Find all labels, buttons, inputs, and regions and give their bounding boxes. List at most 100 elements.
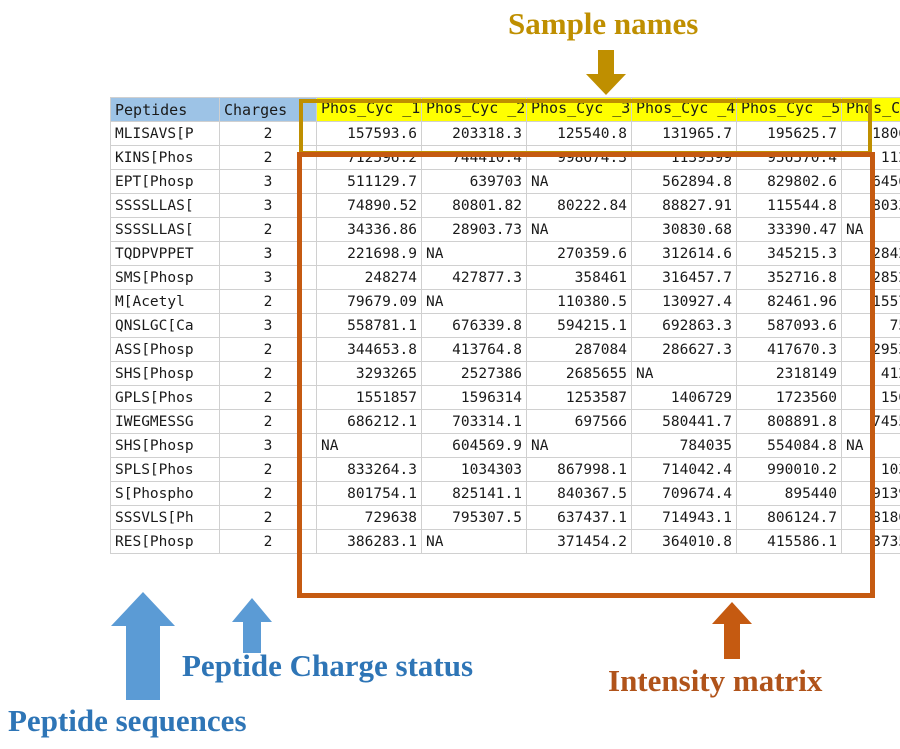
intensity-cell[interactable]: 221698.9: [316, 241, 422, 266]
column-header-sample-5[interactable]: Phos_Cyc _5: [736, 97, 842, 122]
intensity-cell[interactable]: 645625.4: [841, 169, 900, 194]
intensity-cell[interactable]: 287084: [526, 337, 632, 362]
intensity-cell[interactable]: 344653.8: [316, 337, 422, 362]
intensity-cell[interactable]: 30830.68: [631, 217, 737, 242]
intensity-cell[interactable]: NA: [316, 433, 422, 458]
intensity-cell[interactable]: 1039246: [841, 457, 900, 482]
intensity-cell[interactable]: 801754.1: [316, 481, 422, 506]
intensity-cell[interactable]: 714042.4: [631, 457, 737, 482]
intensity-cell[interactable]: 80801.82: [421, 193, 527, 218]
intensity-cell[interactable]: NA: [421, 289, 527, 314]
intensity-cell[interactable]: 558781.1: [316, 313, 422, 338]
intensity-cell[interactable]: 697566: [526, 409, 632, 434]
intensity-cell[interactable]: 248274: [316, 265, 422, 290]
intensity-cell[interactable]: 580441.7: [631, 409, 737, 434]
intensity-cell[interactable]: 604569.9: [421, 433, 527, 458]
intensity-cell[interactable]: 867998.1: [526, 457, 632, 482]
intensity-cell[interactable]: 1551857: [316, 385, 422, 410]
peptide-sequence-cell[interactable]: SSSVLS[Ph: [110, 505, 220, 530]
charge-cell[interactable]: 2: [219, 289, 317, 314]
peptide-sequence-cell[interactable]: QNSLGC[Ca: [110, 313, 220, 338]
intensity-cell[interactable]: 709674.4: [631, 481, 737, 506]
intensity-cell[interactable]: 686212.1: [316, 409, 422, 434]
intensity-cell[interactable]: 1253587: [526, 385, 632, 410]
intensity-cell[interactable]: 729638: [316, 505, 422, 530]
charge-cell[interactable]: 2: [219, 529, 317, 554]
intensity-cell[interactable]: 714943.1: [631, 505, 737, 530]
intensity-cell[interactable]: 1596314: [421, 385, 527, 410]
intensity-cell[interactable]: 1502006: [841, 385, 900, 410]
intensity-cell[interactable]: 286627.3: [631, 337, 737, 362]
charge-cell[interactable]: 2: [219, 337, 317, 362]
column-header-sample-1[interactable]: Phos_Cyc _1: [316, 97, 422, 122]
intensity-cell[interactable]: 2318149: [736, 361, 842, 386]
peptide-sequence-cell[interactable]: EPT[Phosp: [110, 169, 220, 194]
charge-cell[interactable]: 3: [219, 193, 317, 218]
intensity-cell[interactable]: 4120553: [841, 361, 900, 386]
charge-cell[interactable]: 3: [219, 433, 317, 458]
intensity-cell[interactable]: 895440: [736, 481, 842, 506]
intensity-cell[interactable]: 745552.6: [841, 409, 900, 434]
charge-cell[interactable]: 2: [219, 481, 317, 506]
intensity-cell[interactable]: 34336.86: [316, 217, 422, 242]
intensity-cell[interactable]: 413764.8: [421, 337, 527, 362]
intensity-cell[interactable]: 33390.47: [736, 217, 842, 242]
column-header-sample-3[interactable]: Phos_Cyc _3: [526, 97, 632, 122]
intensity-cell[interactable]: 110380.5: [526, 289, 632, 314]
peptide-sequence-cell[interactable]: ASS[Phosp: [110, 337, 220, 362]
intensity-cell[interactable]: 1406729: [631, 385, 737, 410]
intensity-cell[interactable]: 125540.8: [526, 121, 632, 146]
intensity-cell[interactable]: 712596.2: [316, 145, 422, 170]
intensity-cell[interactable]: NA: [841, 433, 900, 458]
intensity-cell[interactable]: 157593.6: [316, 121, 422, 146]
peptide-sequence-cell[interactable]: M[Acetyl: [110, 289, 220, 314]
peptide-sequence-cell[interactable]: IWEGMESSG: [110, 409, 220, 434]
intensity-cell[interactable]: 511129.7: [316, 169, 422, 194]
peptide-sequence-cell[interactable]: SHS[Phosp: [110, 433, 220, 458]
peptide-sequence-cell[interactable]: MLISAVS[P: [110, 121, 220, 146]
intensity-cell[interactable]: 1120046: [841, 145, 900, 170]
intensity-cell[interactable]: 195625.7: [736, 121, 842, 146]
intensity-cell[interactable]: 312614.6: [631, 241, 737, 266]
intensity-cell[interactable]: 3293265: [316, 361, 422, 386]
intensity-cell[interactable]: 840367.5: [526, 481, 632, 506]
intensity-cell[interactable]: 637437.1: [526, 505, 632, 530]
intensity-cell[interactable]: 829802.6: [736, 169, 842, 194]
intensity-cell[interactable]: 676339.8: [421, 313, 527, 338]
column-header-sample-2[interactable]: Phos_Cyc _2: [421, 97, 527, 122]
intensity-cell[interactable]: 990010.2: [736, 457, 842, 482]
intensity-cell[interactable]: 345215.3: [736, 241, 842, 266]
intensity-cell[interactable]: 115544.8: [736, 193, 842, 218]
intensity-cell[interactable]: 316457.7: [631, 265, 737, 290]
peptide-sequence-cell[interactable]: SPLS[Phos: [110, 457, 220, 482]
intensity-cell[interactable]: NA: [526, 217, 632, 242]
charge-cell[interactable]: 2: [219, 409, 317, 434]
charge-cell[interactable]: 3: [219, 169, 317, 194]
charge-cell[interactable]: 2: [219, 361, 317, 386]
intensity-cell[interactable]: 913974.4: [841, 481, 900, 506]
charge-cell[interactable]: 2: [219, 457, 317, 482]
intensity-cell[interactable]: 833264.3: [316, 457, 422, 482]
intensity-cell[interactable]: 417670.3: [736, 337, 842, 362]
intensity-cell[interactable]: 756873: [841, 313, 900, 338]
intensity-cell[interactable]: 554084.8: [736, 433, 842, 458]
peptide-sequence-cell[interactable]: TQDPVPPET: [110, 241, 220, 266]
intensity-cell[interactable]: 180664.5: [841, 121, 900, 146]
intensity-cell[interactable]: 795307.5: [421, 505, 527, 530]
intensity-cell[interactable]: 808891.8: [736, 409, 842, 434]
intensity-cell[interactable]: NA: [631, 361, 737, 386]
peptide-sequence-cell[interactable]: KINS[Phos: [110, 145, 220, 170]
peptide-sequence-cell[interactable]: RES[Phosp: [110, 529, 220, 554]
intensity-cell[interactable]: 594215.1: [526, 313, 632, 338]
column-header-charges[interactable]: Charges: [219, 97, 317, 122]
